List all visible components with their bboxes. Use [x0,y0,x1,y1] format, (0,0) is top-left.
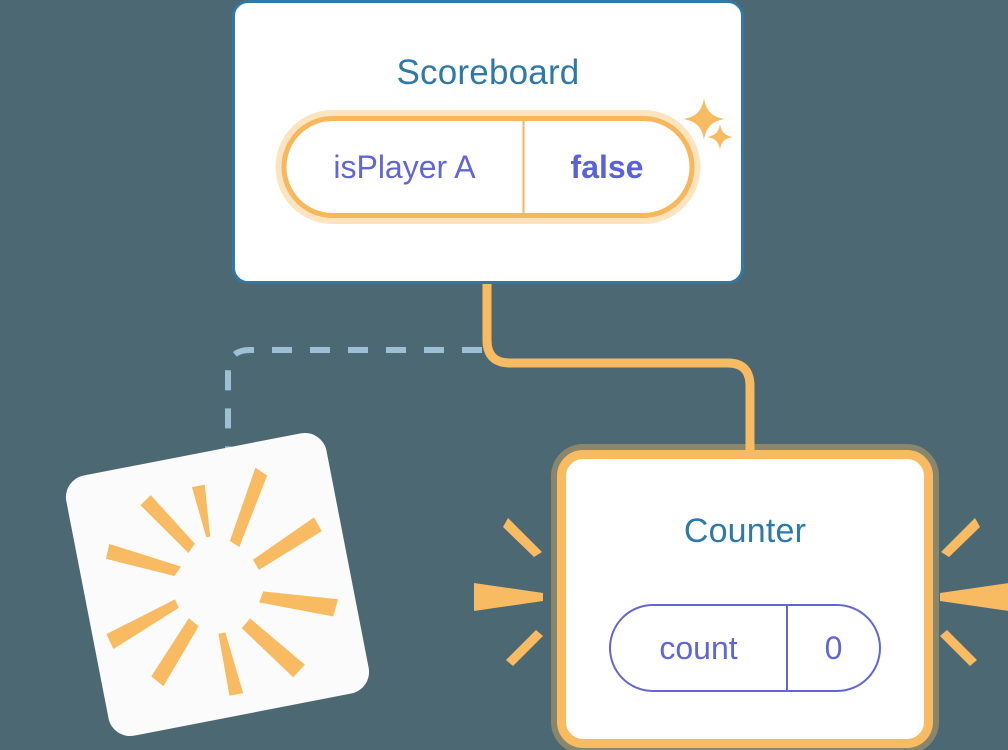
ray-left-top [503,518,542,557]
burst-ray-2 [229,467,268,548]
burst-ray-7 [151,618,199,687]
counter-state-value: 0 [786,606,879,690]
ray-left-middle [474,583,543,611]
burst-rays-icon [106,467,339,696]
ray-left-bottom [506,630,543,666]
sparkle-small-icon [705,122,735,152]
blank-flash-card[interactable] [62,429,373,740]
counter-state-key: count [659,629,738,666]
sparkle-large-icon [681,96,727,142]
burst-ray-6 [218,632,244,696]
counter-title: Counter [683,512,807,550]
scoreboard-state-pill-wrap: isPlayer A false [281,116,695,218]
burst-ray-4 [259,591,339,617]
ray-right-top [941,518,980,557]
ray-right-bottom [940,630,977,666]
burst-ray-1 [191,484,211,538]
counter-rays-right [935,505,1008,680]
burst-ray-3 [252,517,322,570]
counter-card[interactable]: Counter count 0 [557,450,933,748]
scoreboard-card[interactable]: Scoreboard isPlayer A false [232,0,744,284]
connector-scoreboard-to-counter [482,276,755,475]
scoreboard-state-key: isPlayer A [333,148,476,185]
ray-right-middle [940,583,1008,611]
burst-ray-5 [241,618,305,678]
burst-ray-10 [140,495,195,553]
scoreboard-state-pill[interactable]: isPlayer A false [281,116,695,218]
scoreboard-title: Scoreboard [396,53,580,92]
counter-rays-left [470,505,550,680]
burst-ray-8 [106,599,179,650]
scoreboard-state-value: false [522,121,690,213]
burst-ray-9 [106,543,181,577]
counter-state-pill[interactable]: count 0 [609,604,881,692]
